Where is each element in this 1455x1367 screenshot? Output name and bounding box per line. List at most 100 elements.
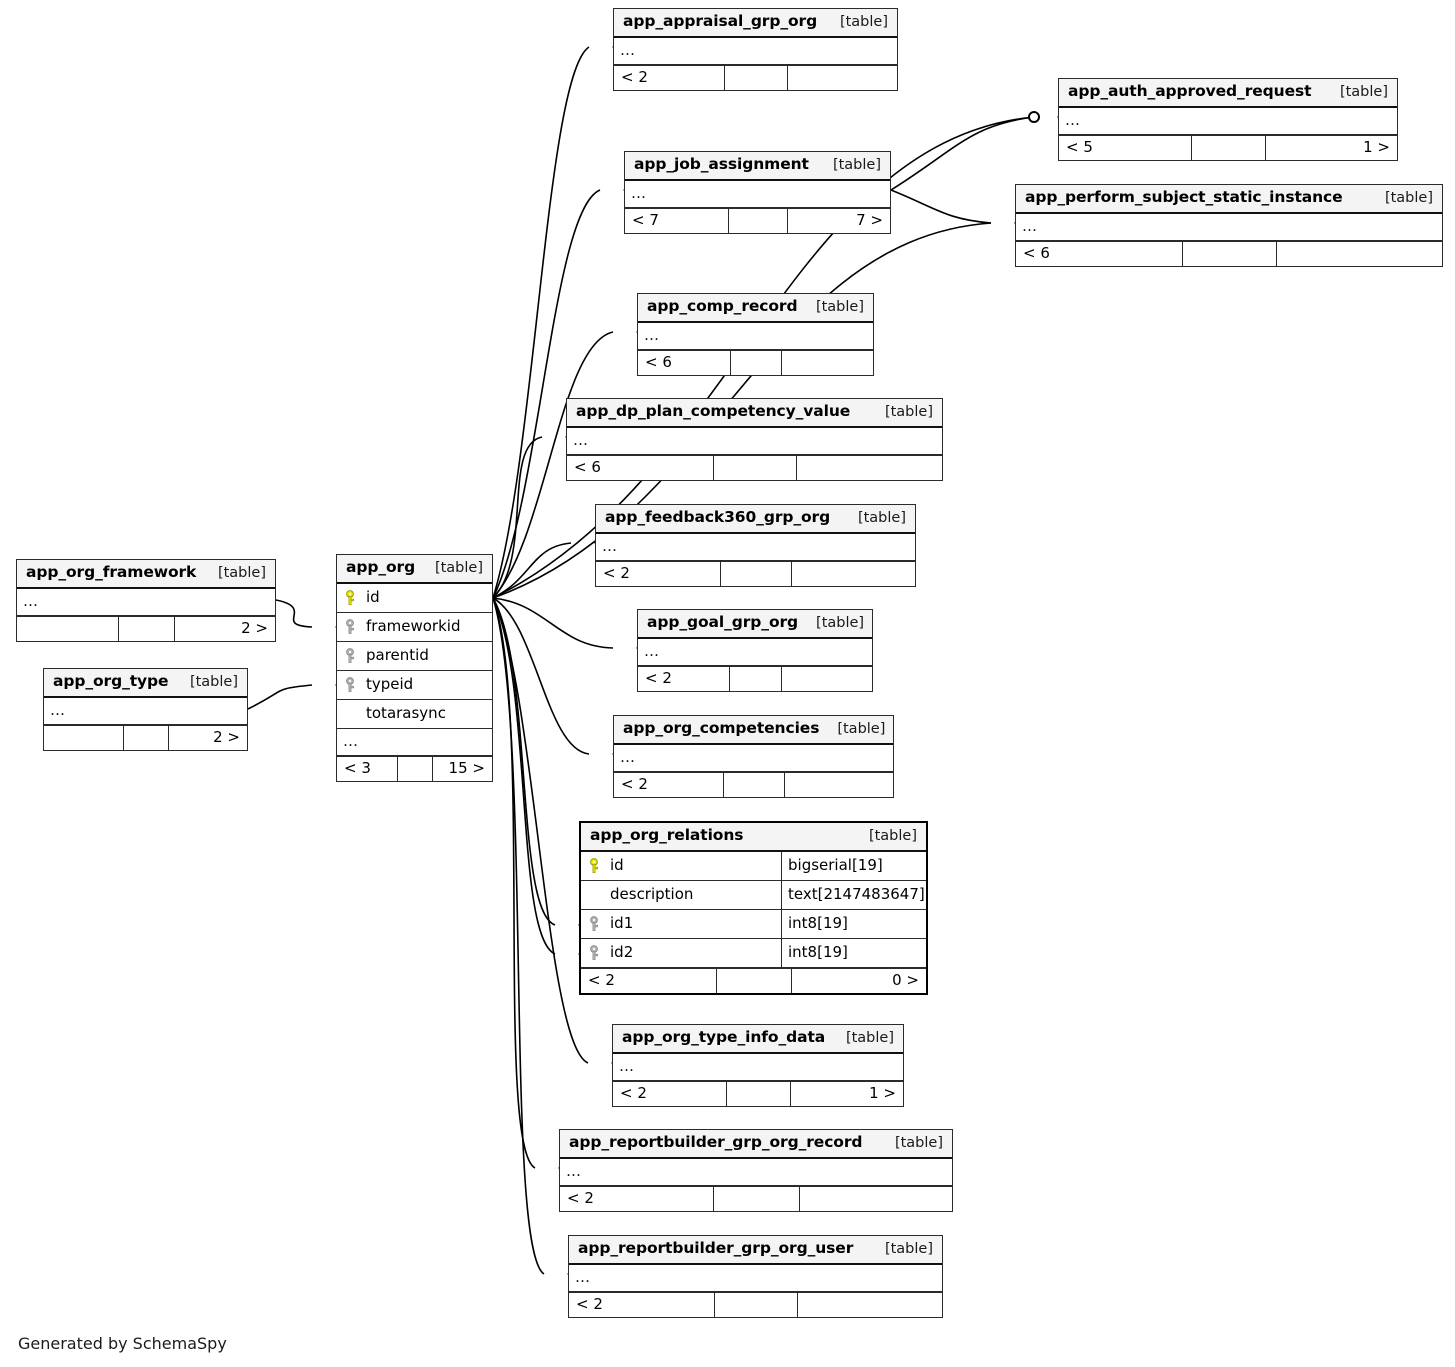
parent-relation-count: < 6 (645, 353, 672, 371)
table-node-app_org_relations[interactable]: app_org_relations [table] id bigserial[19] d… (579, 821, 928, 995)
table-header-app_feedback360_grp_org: app_feedback360_grp_org[table] (596, 505, 915, 534)
table-name: app_org_relations (590, 826, 744, 844)
table-footer-app_goal_grp_org: < 2 (638, 665, 872, 691)
table-node-app_appraisal_grp_org[interactable]: app_appraisal_grp_org[table]…< 2 (613, 8, 898, 91)
footer-middle-cell (117, 616, 175, 641)
column-type-cell: bigserial[19] (781, 851, 926, 880)
parent-relation-count: < 2 (621, 775, 648, 793)
parent-relation-count: < 2 (588, 971, 615, 989)
table-node-app_org_competencies[interactable]: app_org_competencies [table] … < 2 (613, 715, 894, 798)
column-label: id1 (610, 914, 634, 932)
child-relation-count (784, 772, 893, 797)
table-header-app_job_assignment: app_job_assignment[table] (625, 152, 890, 181)
column-label: description (610, 885, 694, 903)
table-node-app_reportbuilder_grp_org_user[interactable]: app_reportbuilder_grp_org_user[table]…< … (568, 1235, 943, 1318)
child-relation-count: 7 > (786, 208, 890, 233)
table-footer-app_org_framework: 2 > (17, 615, 275, 641)
table-type-tag: [table] (884, 1240, 933, 1257)
table-node-app_perform_subject_static_instance[interactable]: app_perform_subject_static_instance [tabl… (1015, 184, 1443, 267)
table-header-app_dp_plan_competency_value: app_dp_plan_competency_value[table] (567, 399, 942, 428)
table-node-app_reportbuilder_grp_org_record[interactable]: app_reportbuilder_grp_org_record[table]…… (559, 1129, 953, 1212)
footer-middle-cell (1182, 241, 1276, 266)
no-key-spacer (345, 706, 358, 722)
table-type-tag: [table] (816, 614, 865, 631)
table-node-app_feedback360_grp_org[interactable]: app_feedback360_grp_org[table]…< 2 (595, 504, 916, 587)
table-header-app_org_framework: app_org_framework[table] (17, 560, 275, 589)
table-column-row: frameworkid (337, 613, 492, 642)
column-name-cell: id (337, 584, 492, 612)
hidden-columns-ellipsis: … (1016, 214, 1442, 241)
table-name: app_org (346, 558, 416, 576)
column-label: id (610, 856, 624, 874)
hidden-columns-ellipsis: … (337, 729, 492, 756)
table-node-app_org_framework[interactable]: app_org_framework[table]…2 > (16, 559, 276, 642)
column-name-cell: id1 (581, 910, 781, 938)
parent-relation-count: < 5 (1066, 138, 1093, 156)
child-relation-count (781, 350, 873, 375)
hidden-columns-ellipsis: … (596, 534, 915, 561)
table-node-app_dp_plan_competency_value[interactable]: app_dp_plan_competency_value[table]…< 6 (566, 398, 943, 481)
parent-relation-count: < 2 (645, 669, 672, 687)
table-type-tag: [table] (837, 720, 886, 737)
hidden-columns-ellipsis: … (614, 38, 897, 65)
table-type-tag: [table] (894, 1134, 943, 1151)
table-header-app_org: app_org [table] (337, 555, 492, 584)
table-node-app_org_type[interactable]: app_org_type[table]…2 > (43, 668, 248, 751)
no-key-spacer (589, 887, 602, 903)
table-name: app_perform_subject_static_instance (1025, 188, 1343, 206)
foreign-key-icon (345, 647, 358, 664)
parent-relation-count: < 2 (620, 1084, 647, 1102)
table-name: app_reportbuilder_grp_org_record (569, 1133, 863, 1151)
hidden-columns-ellipsis: … (17, 589, 275, 616)
child-relation-count (1275, 241, 1442, 266)
parent-relation-count: < 6 (574, 458, 601, 476)
table-type-tag: [table] (839, 13, 888, 30)
table-header-app_comp_record: app_comp_record [table] (638, 294, 873, 323)
footer-middle-cell (728, 208, 786, 233)
column-label: totarasync (366, 704, 446, 722)
table-type-tag: [table] (868, 827, 917, 844)
footer-middle-cell (729, 666, 780, 691)
child-relation-count (786, 65, 897, 90)
table-footer-app_org_competencies: < 2 (614, 771, 893, 797)
hidden-columns-ellipsis: … (625, 181, 890, 208)
column-name-cell: frameworkid (337, 613, 492, 641)
column-label: parentid (366, 646, 429, 664)
table-header-app_reportbuilder_grp_org_user: app_reportbuilder_grp_org_user [table] (569, 1236, 942, 1265)
table-header-app_org_competencies: app_org_competencies [table] (614, 716, 893, 745)
table-type-tag: [table] (1384, 189, 1433, 206)
table-type-tag: [table] (857, 509, 906, 526)
table-header-app_org_type_info_data: app_org_type_info_data[table] (613, 1025, 903, 1054)
table-header-app_auth_approved_request: app_auth_approved_request[table] (1059, 79, 1397, 108)
column-name-cell: typeid (337, 671, 492, 699)
column-label: typeid (366, 675, 414, 693)
table-name: app_comp_record (647, 297, 798, 315)
table-name: app_job_assignment (634, 155, 809, 173)
footer-middle-cell (1190, 135, 1265, 160)
table-name: app_org_type (53, 672, 169, 690)
hidden-columns-ellipsis: … (613, 1054, 903, 1081)
footer-middle-cell (729, 350, 782, 375)
hidden-columns-ellipsis: … (614, 745, 893, 772)
hidden-columns-ellipsis: … (638, 323, 873, 350)
footer-middle-cell (712, 1186, 799, 1211)
parent-relation-count (17, 617, 118, 641)
table-name: app_org_competencies (623, 719, 820, 737)
table-type-tag: [table] (434, 559, 483, 576)
primary-key-icon (345, 589, 358, 606)
table-node-app_comp_record[interactable]: app_comp_record [table] … < 6 (637, 293, 874, 376)
parent-relation-count: < 6 (1023, 244, 1050, 262)
table-name: app_reportbuilder_grp_org_user (578, 1239, 854, 1257)
table-node-app_goal_grp_org[interactable]: app_goal_grp_org[table]…< 2 (637, 609, 873, 692)
footer-middle-cell (715, 968, 792, 993)
table-type-tag: [table] (815, 298, 864, 315)
